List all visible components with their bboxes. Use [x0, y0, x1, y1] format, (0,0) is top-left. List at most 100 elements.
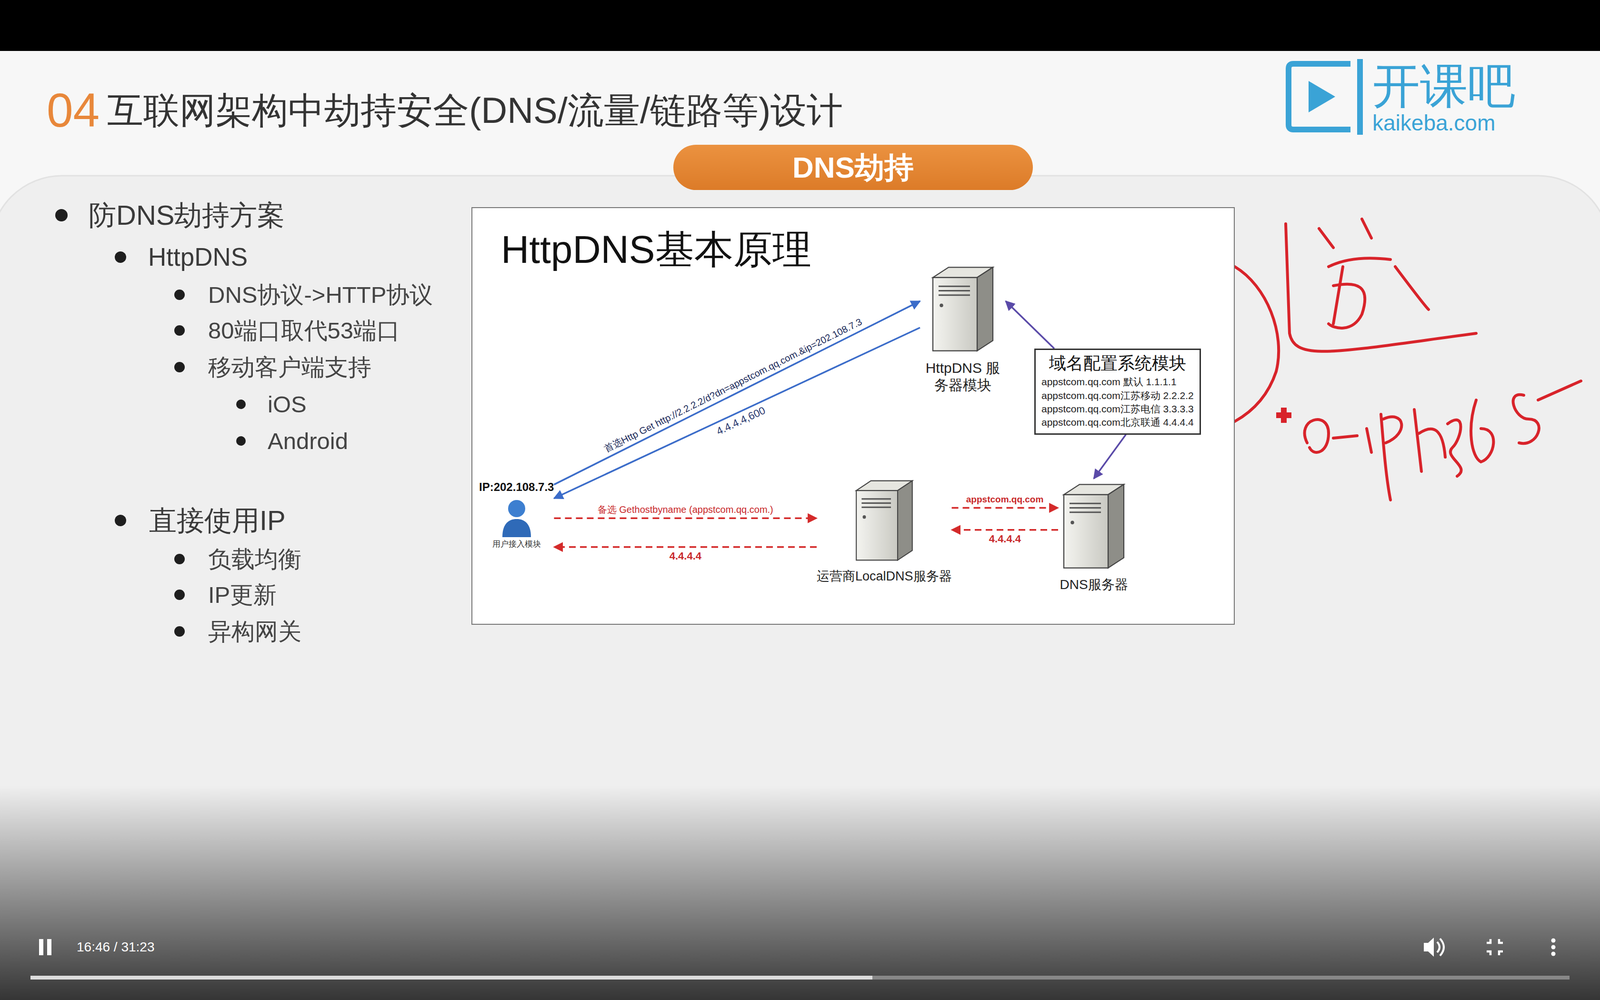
- server-slot: [938, 290, 970, 292]
- video-shade: [0, 785, 1600, 1000]
- bullet-dot: [174, 289, 185, 300]
- server-slot: [1069, 507, 1101, 509]
- menu-dot: [1551, 945, 1556, 950]
- bullet-dot: [174, 589, 185, 600]
- bullet-text: 负载均衡: [208, 545, 302, 574]
- slide-panel: [0, 175, 1600, 1000]
- bullet-dot: [174, 626, 185, 637]
- server-slot: [1069, 511, 1101, 513]
- server-slot: [861, 502, 891, 504]
- pause-bar: [39, 939, 44, 956]
- table-row: appstcom.qq.com江苏电信 3.3.3.3: [1041, 402, 1194, 416]
- menu-dot: [1551, 951, 1556, 957]
- menu-dot: [1551, 938, 1556, 943]
- server-slot: [861, 498, 891, 500]
- section-number: 04: [46, 81, 100, 139]
- edge-label: 备选 Gethostbyname (appstcom.qq.com.): [597, 503, 774, 516]
- progress-track: [30, 975, 1570, 980]
- box-heading: 域名配置系统模块: [1049, 352, 1187, 374]
- video-controls: [30, 937, 1570, 980]
- user-label: 用户接入模块: [492, 539, 541, 550]
- bullet-text: Android: [267, 427, 349, 456]
- server-front: [856, 490, 898, 560]
- ink-cross: [1276, 407, 1292, 423]
- pause-bar: [47, 939, 52, 956]
- server-side: [977, 267, 993, 351]
- edge-label: appstcom.qq.com: [966, 494, 1044, 506]
- video-time: 16:46 / 31:23: [76, 939, 155, 956]
- slide-title: 互联网架构中劫持安全(DNS/流量/链路等)设计: [107, 88, 843, 132]
- connector-arrow: [553, 327, 920, 499]
- bullet-dot: [114, 251, 127, 263]
- logo-text: 开课吧: [1372, 57, 1516, 115]
- fullscreen-icon: [1486, 939, 1503, 956]
- bullet-text: 直接使用IP: [149, 503, 286, 538]
- edge-label: 首选Http Get http://2.2.2.2/d?dn=appstcom.…: [602, 315, 864, 455]
- bullet-text: HttpDNS: [148, 241, 248, 273]
- server-side: [1108, 484, 1124, 568]
- bullet-text: 移动客户端支持: [208, 353, 372, 382]
- bullet-dot: [236, 399, 246, 410]
- bullet-text: DNS协议->HTTP协议: [208, 280, 433, 310]
- connector-arrow: [951, 507, 1059, 510]
- bullet-text: 异构网关: [208, 617, 302, 646]
- bullet-text: 防DNS劫持方案: [88, 198, 285, 232]
- logo-play: [1308, 80, 1336, 113]
- diagram-panel: HttpDNS基本原理 HttpDNS 服务器模块域名配置系统模块 appstcom…: [471, 207, 1235, 625]
- bullet-dots: [55, 209, 246, 637]
- user-body: [502, 519, 531, 538]
- server-label: 运营商LocalDNS服务器: [816, 568, 952, 584]
- bullet-dot: [236, 436, 246, 446]
- pill-text: DNS劫持: [792, 152, 914, 183]
- top-bar: [0, 0, 1600, 51]
- server-label: DNS服务器: [1059, 576, 1128, 593]
- user-client: IP:202.108.7.3 用户接入模块: [479, 480, 554, 550]
- ink-stroke: [1319, 219, 1372, 248]
- volume-icon: [1423, 937, 1434, 957]
- bullet-dot: [174, 553, 185, 565]
- logo-bar: [1357, 59, 1363, 135]
- connector-arrow: [951, 529, 1059, 531]
- logo-url: kaikeba.com: [1372, 110, 1496, 137]
- progress-played: [30, 975, 873, 980]
- server-led: [1070, 520, 1075, 525]
- ink-scribble: [1304, 380, 1581, 500]
- server-front: [1063, 494, 1109, 569]
- bullet-text: iOS: [267, 390, 307, 419]
- connector-arrow: [1093, 434, 1126, 479]
- bullet-text: 80端口取代53端口: [208, 316, 400, 345]
- section-pill: DNS劫持: [673, 144, 1033, 190]
- server-slot: [938, 285, 970, 288]
- server-icon: [927, 261, 999, 357]
- edge-label: 4.4.4.4,600: [714, 404, 768, 438]
- server-slot: [1069, 502, 1101, 505]
- server-slot: [861, 506, 891, 509]
- table-row: appstcom.qq.com江苏移动 2.2.2.2: [1041, 389, 1194, 403]
- ink-stroke: [1328, 258, 1429, 329]
- logo-frame: [1288, 63, 1351, 130]
- table-row: appstcom.qq.com北京联通 4.4.4.4: [1041, 415, 1194, 430]
- ink-stroke: [1285, 223, 1477, 352]
- user-icon: [495, 494, 539, 540]
- panel-title: HttpDNS基本原理: [500, 226, 812, 273]
- server-slot: [938, 294, 970, 296]
- connector-arrow: [553, 546, 817, 549]
- connector-arrow: [553, 517, 817, 520]
- edge-label: 4.4.4.4: [669, 550, 702, 563]
- bullet-dot: [174, 361, 185, 373]
- dns-server: DNS服务器: [1058, 478, 1130, 593]
- user-head: [508, 500, 526, 518]
- ip-label: IP:202.108.7.3: [479, 480, 554, 495]
- httpdns-server: HttpDNS 服务器模块: [920, 261, 1006, 394]
- server-led: [862, 515, 866, 519]
- edge-label: 4.4.4.4: [989, 532, 1021, 546]
- connector-arrow: [553, 300, 920, 485]
- bullet-dot: [174, 325, 185, 336]
- bullet-text: IP更新: [208, 580, 277, 610]
- bullet-dot: [114, 514, 127, 527]
- connector-arrow: [1005, 300, 1055, 349]
- server-front: [932, 277, 978, 351]
- ink-loop: [1234, 266, 1279, 422]
- server-icon: [1058, 478, 1130, 574]
- logo-icon: [1288, 59, 1363, 135]
